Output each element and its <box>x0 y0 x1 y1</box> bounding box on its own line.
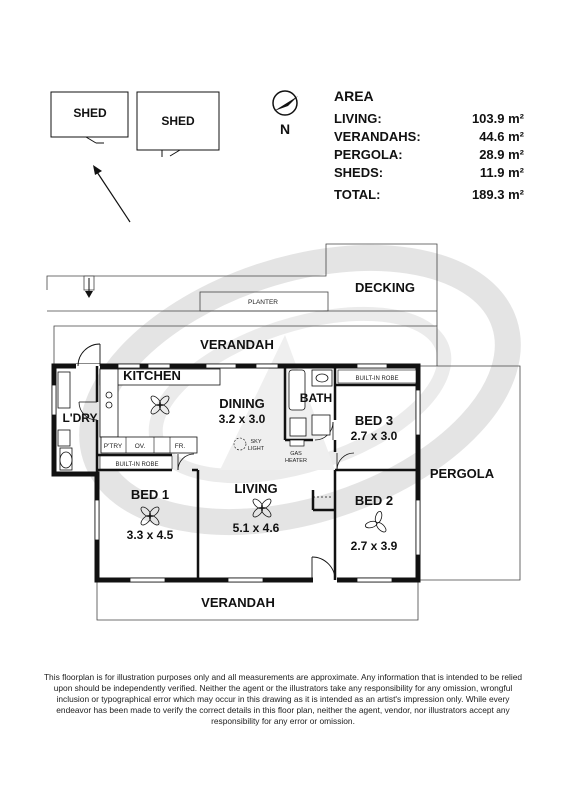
direction-arrow-icon <box>93 165 131 223</box>
pergola-label: PERGOLA <box>430 466 495 481</box>
area-row-verandahs: VERANDAHS: 44.6 m² <box>334 128 524 146</box>
area-row-pergola: PERGOLA: 28.9 m² <box>334 146 524 164</box>
shed-1: SHED <box>50 91 129 144</box>
room-size-dining: 3.2 x 3.0 <box>219 412 266 426</box>
skylight-icon <box>233 437 247 451</box>
fridge-label: FR. <box>175 443 186 450</box>
shed-1-label: SHED <box>73 106 107 120</box>
front-door-icon <box>311 556 337 583</box>
area-label: LIVING: <box>334 111 382 126</box>
entry-arrow-icon <box>83 275 95 298</box>
north-arrow-icon: N <box>272 90 298 137</box>
room-name-living: LIVING <box>234 481 277 496</box>
pantry-label: P'TRY <box>104 443 123 450</box>
room-name-bed3: BED 3 <box>355 413 393 428</box>
oven-label: OV. <box>135 443 146 450</box>
area-value: 28.9 m² <box>479 147 524 162</box>
area-value: 103.9 m² <box>471 111 524 126</box>
area-title: AREA <box>334 88 374 104</box>
built-in-robe-1 <box>99 455 173 470</box>
ceiling-fan-icon <box>364 510 387 533</box>
gas-heater-icon <box>289 439 305 447</box>
area-value: 11.9 m² <box>479 165 524 180</box>
kitchen-fixtures <box>99 368 221 454</box>
area-row-sheds: SHEDS: 11.9 m² <box>334 164 524 182</box>
interior-doors <box>78 401 355 498</box>
verandah-bottom-outline <box>96 580 419 621</box>
verandah-top-label: VERANDAH <box>200 337 274 352</box>
area-row-living: LIVING: 103.9 m² <box>334 110 524 128</box>
room-name-bed1: BED 1 <box>131 487 169 502</box>
room-name-bed2: BED 2 <box>355 493 393 508</box>
ceiling-fan-icon <box>150 395 170 415</box>
room-name-laundry: L'DRY <box>62 411 97 425</box>
room-name-dining: DINING <box>219 396 265 411</box>
area-row-total: TOTAL: 189.3 m² <box>334 186 524 204</box>
laundry-fixtures <box>57 371 73 471</box>
pergola-outline <box>418 365 521 581</box>
room-size-living: 5.1 x 4.6 <box>233 521 280 535</box>
built-in-robe-1-label: BUILT-IN ROBE <box>116 462 159 468</box>
interior-walls <box>95 366 418 580</box>
decking-label: DECKING <box>355 280 415 295</box>
area-summary: AREA LIVING: 103.9 m² VERANDAHS: 44.6 m²… <box>334 88 524 204</box>
compass-label: N <box>280 121 290 137</box>
area-label: SHEDS: <box>334 165 384 180</box>
verandah-top-outline <box>53 325 438 366</box>
room-name-kitchen: KITCHEN <box>123 368 181 383</box>
skylight-label-2: LIGHT <box>248 446 265 452</box>
ceiling-fan-icon <box>140 506 160 526</box>
skylight-label-1: SKY <box>250 439 261 445</box>
gas-heater-label-1: GAS <box>290 451 302 457</box>
area-value: 44.6 m² <box>479 129 524 144</box>
shed-2-label: SHED <box>161 114 195 128</box>
windows <box>51 363 421 583</box>
area-total-value: 189.3 m² <box>471 187 524 202</box>
room-size-bed2: 2.7 x 3.9 <box>351 539 398 553</box>
bath-fixtures <box>288 369 333 437</box>
back-door-icon <box>76 343 101 369</box>
disclaimer-text: This floorplan is for illustration purpo… <box>43 672 523 726</box>
shed-2: SHED <box>136 91 220 157</box>
gas-heater-label-2: HEATER <box>285 458 307 464</box>
area-label: PERGOLA: <box>334 147 403 162</box>
area-label: VERANDAHS: <box>334 129 421 144</box>
verandah-bottom-label: VERANDAH <box>201 595 275 610</box>
planter <box>199 291 329 312</box>
built-in-robe-2-label: BUILT-IN ROBE <box>356 376 399 382</box>
room-size-bed3: 2.7 x 3.0 <box>351 429 398 443</box>
area-total-label: TOTAL: <box>334 187 381 202</box>
built-in-robe-2 <box>337 369 417 384</box>
planter-label: PLANTER <box>248 299 278 306</box>
ceiling-fan-icon <box>252 498 272 518</box>
room-size-bed1: 3.3 x 4.5 <box>127 528 174 542</box>
room-name-bath: BATH <box>300 391 332 405</box>
